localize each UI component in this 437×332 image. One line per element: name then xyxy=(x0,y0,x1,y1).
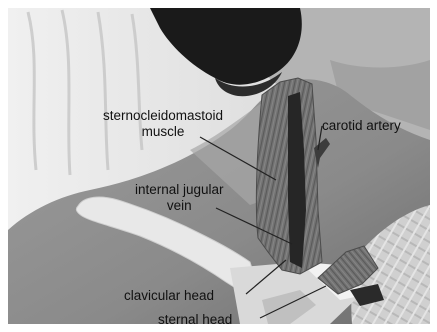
label-internal-jugular-vein: internal jugular vein xyxy=(135,182,224,214)
label-internal-jugular-line2: vein xyxy=(135,198,224,214)
label-sternal-head: sternal head xyxy=(158,312,232,328)
label-sternocleidomastoid-line2: muscle xyxy=(103,124,223,140)
label-carotid-artery: carotid artery xyxy=(322,118,401,134)
label-sternocleidomastoid: sternocleidomastoid muscle xyxy=(103,108,223,140)
label-clavicular-head: clavicular head xyxy=(124,288,214,304)
label-sternocleidomastoid-line1: sternocleidomastoid xyxy=(103,108,223,124)
label-internal-jugular-line1: internal jugular xyxy=(135,182,224,198)
